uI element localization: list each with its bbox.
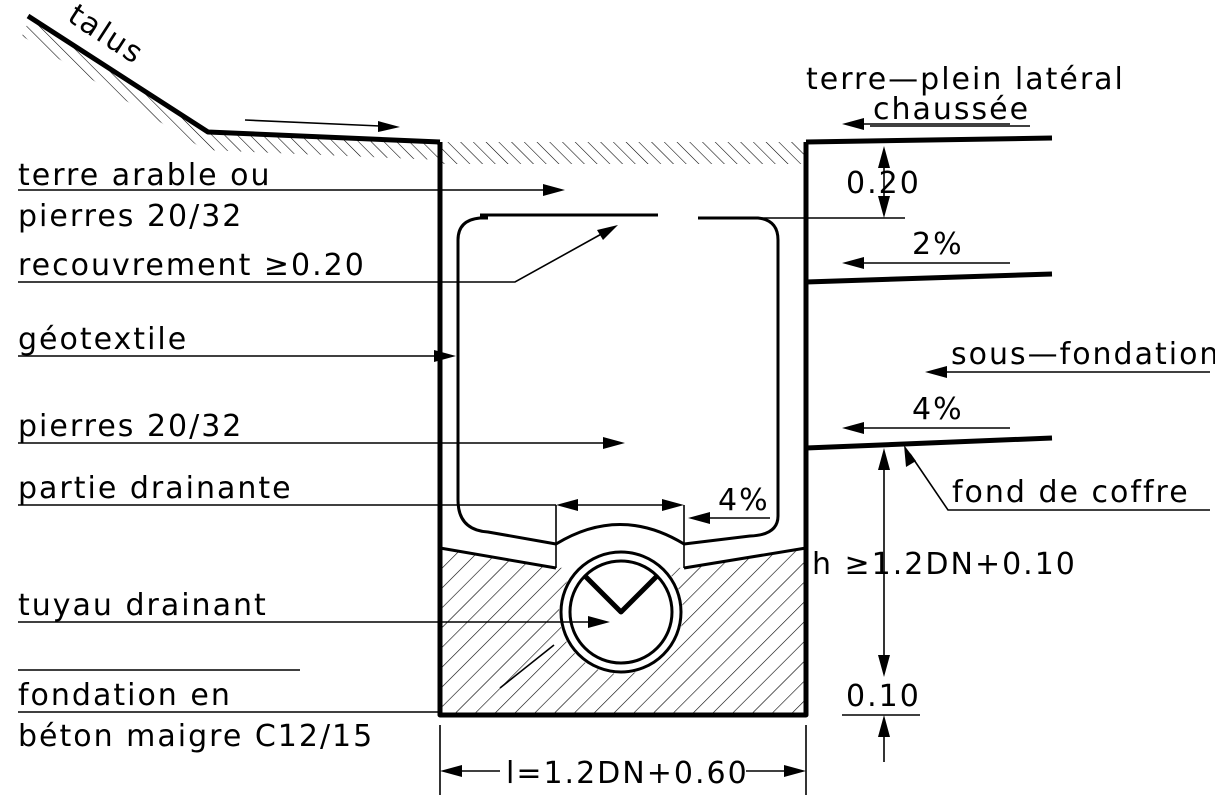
label-h-dimension: h ≥1.2DN+0.10 [812, 547, 1077, 582]
talus-line [26, 13, 441, 145]
label-terre-plein: terre—plein latéral [806, 62, 1125, 97]
leader-lines [18, 184, 1210, 713]
ground-soil-hatch [205, 132, 440, 160]
trench-outline [437, 142, 809, 718]
label-slope-4-pipe: 4% [718, 483, 770, 518]
label-partie-drainante: partie drainante [18, 471, 293, 506]
pipe-inner [568, 559, 674, 665]
label-recouvrement: recouvrement ≥0.20 [18, 248, 366, 283]
label-fond-de-coffre: fond de coffre [952, 475, 1190, 510]
fond-de-coffre-line [805, 435, 1053, 451]
label-dim-010: 0.10 [846, 679, 921, 714]
foundation-top-left [439, 546, 557, 570]
flow-arrows [244, 118, 1210, 524]
pipe-slot [583, 574, 659, 615]
label-fondation: fondation en [18, 678, 232, 713]
label-terre-arable-pierres: pierres 20/32 [18, 199, 243, 234]
drain-pipe [559, 550, 683, 674]
label-sous-fondation: sous—fondation [951, 337, 1215, 372]
label-slope-2: 2% [912, 227, 964, 262]
label-geotextile: géotextile [18, 322, 188, 357]
label-pierres: pierres 20/32 [18, 409, 243, 444]
label-slope-4-right: 4% [912, 392, 964, 427]
label-dim-020: 0.20 [846, 166, 921, 201]
topsoil-hatch [440, 142, 806, 164]
label-tuyau-drainant: tuyau drainant [18, 588, 268, 623]
foundation-line [805, 271, 1053, 285]
label-chaussee: chaussée [873, 92, 1030, 127]
chaussee-surface [805, 135, 1053, 145]
talus-slope [22, 13, 441, 160]
dimension-lines [439, 146, 890, 795]
label-terre-arable: terre arable ou [18, 158, 272, 193]
label-width-dimension: l=1.2DN+0.60 [506, 756, 749, 791]
foundation-top-right [683, 546, 807, 570]
label-beton-maigre: béton maigre C12/15 [18, 719, 374, 754]
talus-soil-hatch [22, 18, 205, 150]
pipe-outer [559, 550, 683, 674]
